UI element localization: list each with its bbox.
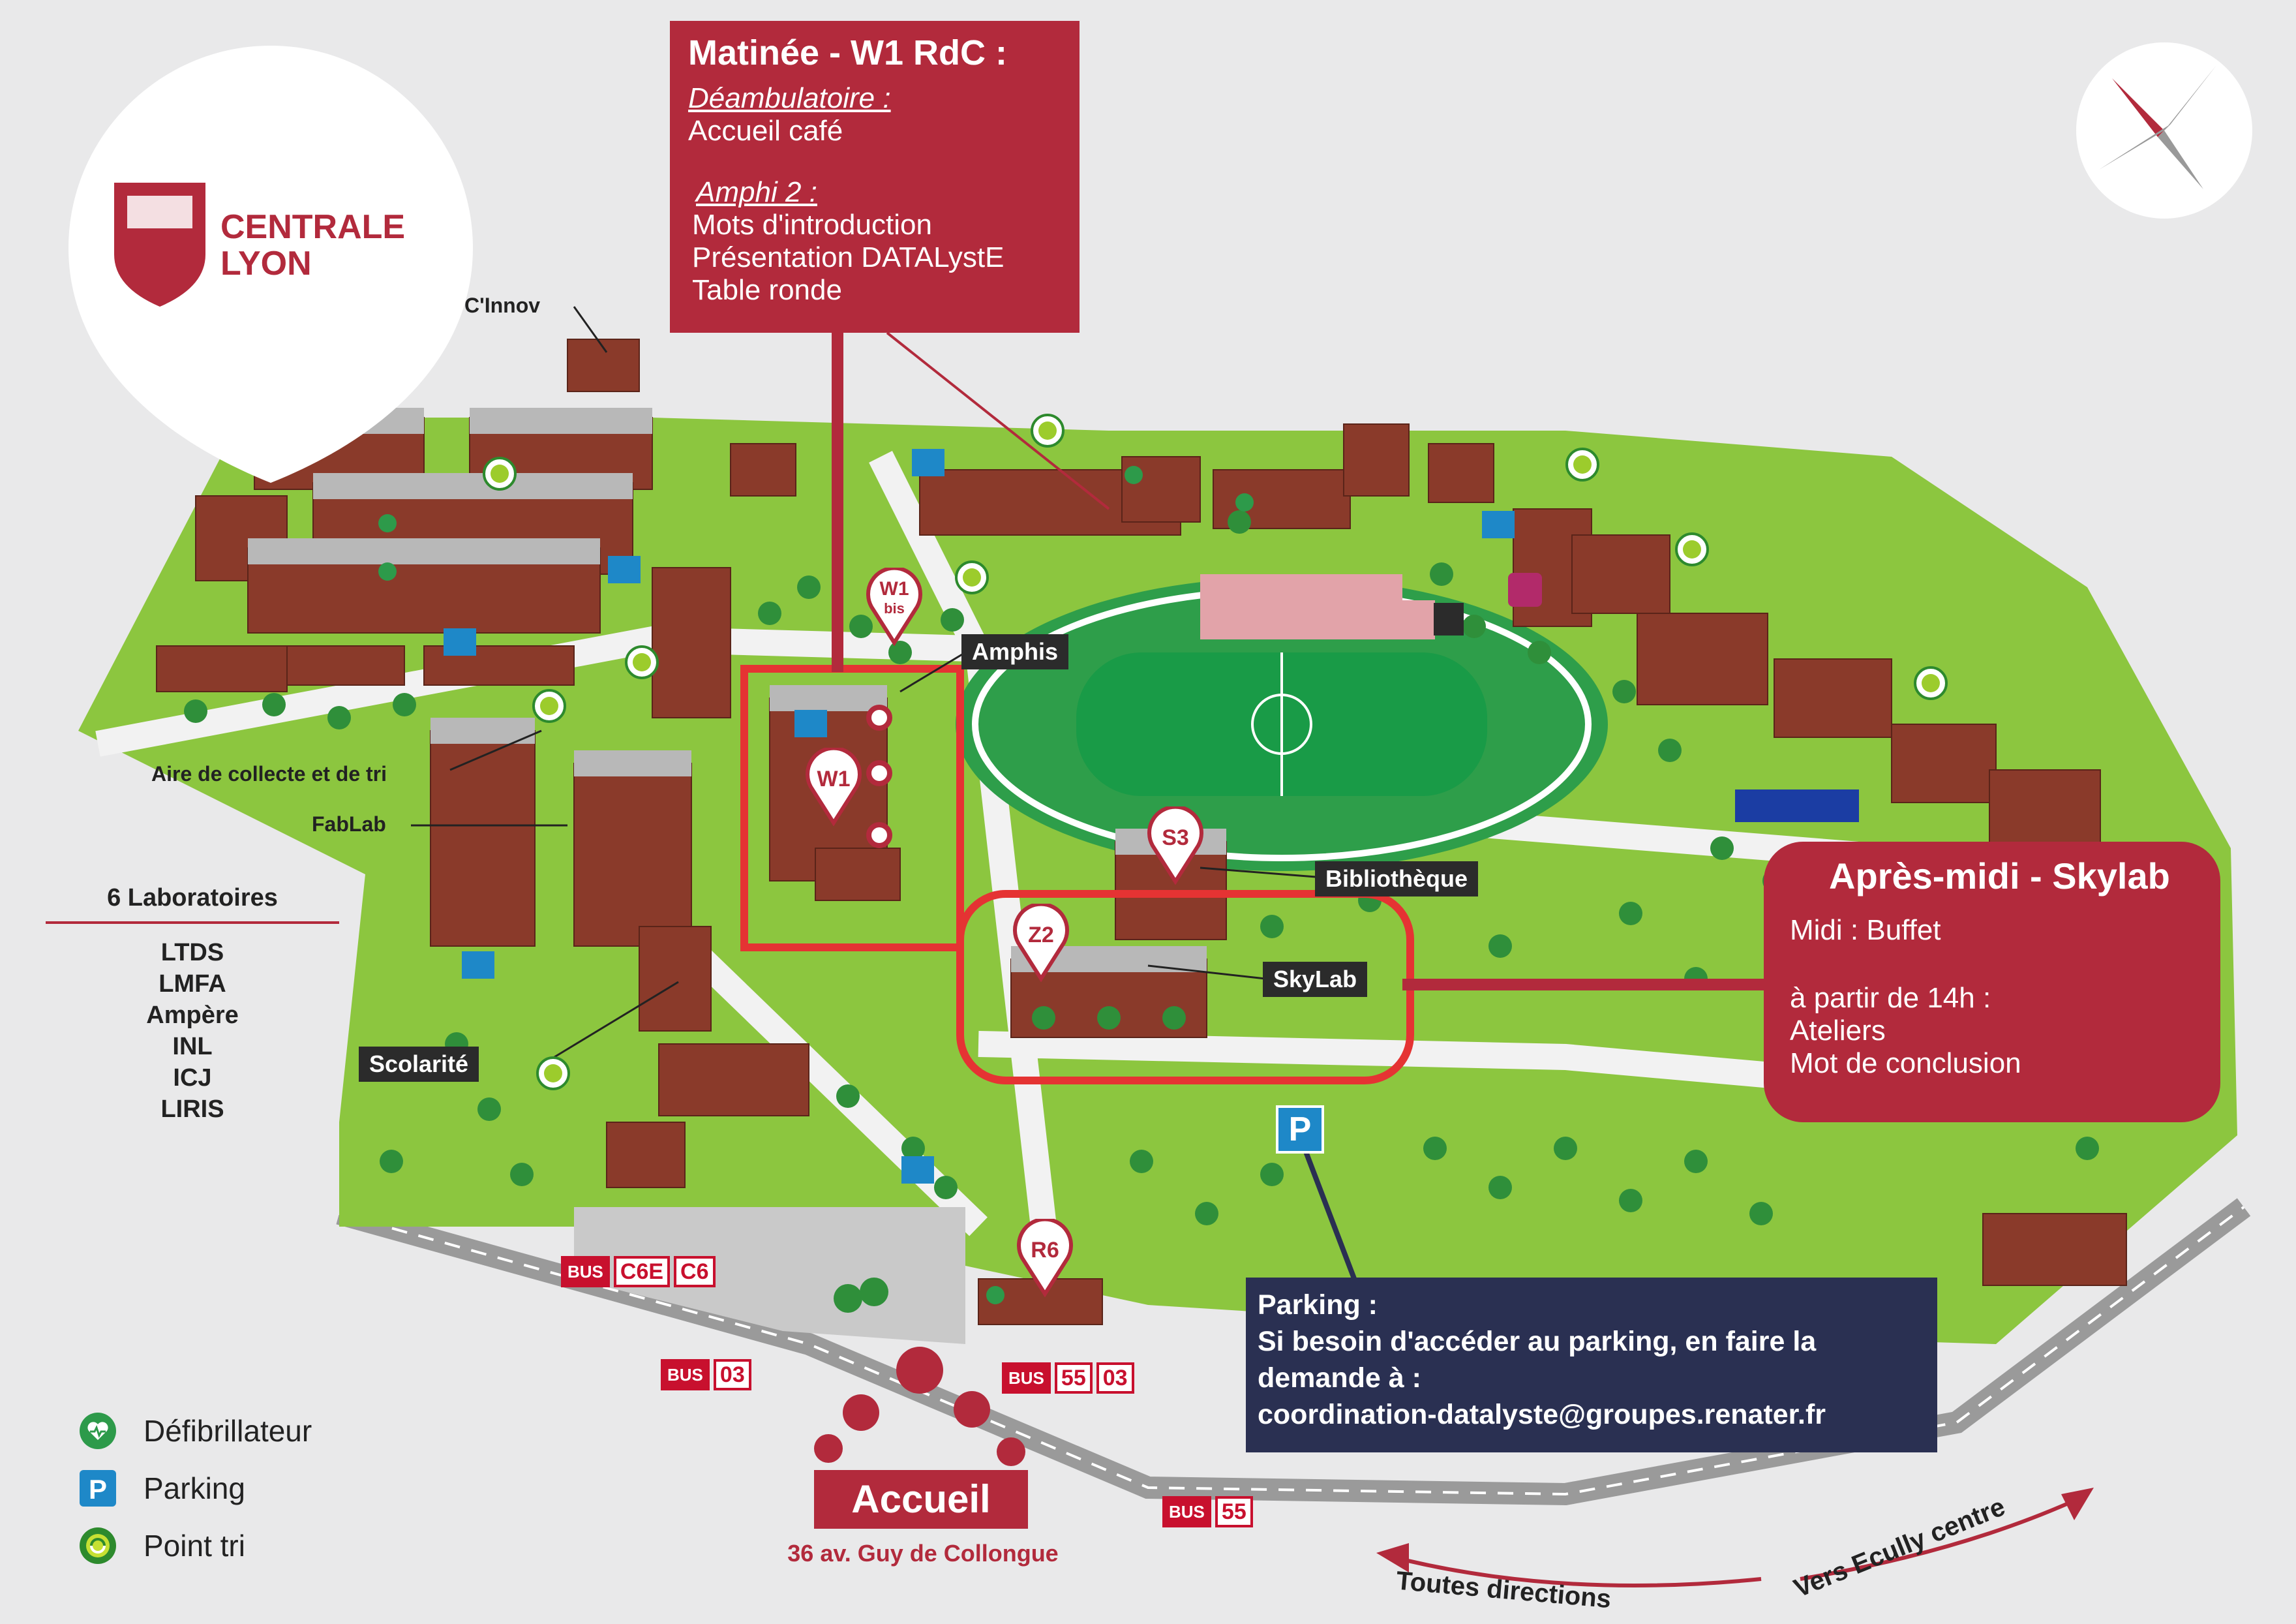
afternoon-title: Après-midi - Skylab xyxy=(1829,855,2170,896)
bus-stop-55: BUS 55 xyxy=(1162,1496,1253,1527)
pin-z2-label: Z2 xyxy=(1028,923,1054,947)
logo-bubble xyxy=(68,46,473,483)
afternoon-line4: Mot de conclusion xyxy=(1790,1047,2021,1079)
morning-sub1: Déambulatoire : xyxy=(688,82,891,114)
lab-item: INL xyxy=(172,1033,213,1060)
pin-s3[interactable] xyxy=(1145,806,1205,885)
bus-line: 03 xyxy=(1096,1362,1134,1394)
parking-info-box: Parking : Si besoin d'accéder au parking… xyxy=(1246,1278,1937,1452)
pin-w1bis-label: W1 bis xyxy=(871,579,917,619)
recycling-icon xyxy=(483,414,1948,1090)
legend-parking: P Parking xyxy=(78,1469,245,1508)
bus-tag: BUS xyxy=(1002,1362,1051,1394)
lab-item: Ampère xyxy=(146,1002,239,1029)
legend-label: Parking xyxy=(144,1471,245,1505)
pin-w1-label: W1 xyxy=(817,767,851,791)
legend-label: Défibrillateur xyxy=(144,1414,312,1448)
afternoon-line1: Midi : Buffet xyxy=(1790,914,1941,946)
lab-item: ICJ xyxy=(173,1064,212,1092)
parking-email[interactable]: coordination-datalyste@groupes.renater.f… xyxy=(1258,1399,1826,1430)
info-point-icon xyxy=(1434,603,1464,636)
compass-icon xyxy=(2076,42,2252,219)
accueil-address: 36 av. Guy de Collongue xyxy=(787,1540,1059,1567)
pin-r6-label: R6 xyxy=(1031,1238,1059,1263)
defibrillator-icon xyxy=(80,1413,116,1449)
bus-tag: BUS xyxy=(561,1256,610,1287)
pin-w1[interactable] xyxy=(804,748,864,826)
amphi-markers xyxy=(866,705,892,848)
pin-w1bis-label-a: W1 xyxy=(879,578,909,600)
morning-sub2: Amphi 2 : xyxy=(696,176,817,208)
front-parking-lot xyxy=(574,1207,965,1344)
pin-s3-label: S3 xyxy=(1162,825,1189,850)
bus-line: 03 xyxy=(713,1359,751,1390)
lab-item: LMFA xyxy=(159,970,226,998)
parking-sign[interactable]: P xyxy=(1276,1105,1324,1154)
logo-line2: LYON xyxy=(220,245,312,283)
pin-z2[interactable] xyxy=(1011,904,1071,982)
pin-w1bis[interactable] xyxy=(865,568,924,646)
legend-label: Point tri xyxy=(144,1529,245,1563)
labs-panel: 6 Laboratoires LTDS LMFA Ampère INL ICJ … xyxy=(46,884,339,1125)
labs-title: 6 Laboratoires xyxy=(46,884,339,924)
information-icon xyxy=(1508,573,1542,607)
vers-ecully-arrow xyxy=(1800,1499,2076,1581)
bus-stop-03: BUS 03 xyxy=(661,1359,751,1390)
bus-tag: BUS xyxy=(1162,1496,1211,1527)
bus-line: C6E xyxy=(613,1256,671,1287)
lab-item: LIRIS xyxy=(160,1095,224,1123)
morning-connector xyxy=(832,333,843,672)
bike-parking-icon xyxy=(444,449,1515,1184)
pin-w1bis-label-b: bis xyxy=(884,600,905,617)
label-skylab: SkyLab xyxy=(1263,962,1368,997)
parking-connector xyxy=(1302,1147,1359,1287)
parking-title: Parking : xyxy=(1258,1289,1378,1321)
toutes-directions-arrow xyxy=(1402,1557,1762,1587)
morning-line4: Table ronde xyxy=(692,274,842,306)
morning-title: Matinée - W1 RdC : xyxy=(688,33,1008,72)
morning-line2: Mots d'introduction xyxy=(692,209,932,241)
bus-line: C6 xyxy=(674,1256,716,1287)
parking-line2: demande à : xyxy=(1258,1362,1421,1394)
bus-line: 55 xyxy=(1215,1496,1253,1527)
parking-icon: P xyxy=(80,1470,116,1507)
accueil-label: Accueil xyxy=(814,1470,1028,1529)
accueil-dots xyxy=(814,1347,1025,1466)
label-fablab: FabLab xyxy=(312,812,386,836)
afternoon-connector xyxy=(1402,979,1768,990)
bus-line: 55 xyxy=(1054,1362,1093,1394)
bus-stop-55-03: BUS 55 03 xyxy=(1002,1362,1134,1394)
bus-stop-c6: BUS C6E C6 xyxy=(561,1256,716,1287)
afternoon-program-box: Après-midi - Skylab Midi : Buffet à part… xyxy=(1764,842,2220,1122)
svg-text:P: P xyxy=(89,1474,107,1505)
recycling-icon xyxy=(80,1527,116,1564)
label-scolarite: Scolarité xyxy=(359,1047,479,1082)
logo-wordmark: CENTRALE LYON xyxy=(220,209,405,282)
morning-line1: Accueil café xyxy=(688,115,843,147)
legend-defibrillator: Défibrillateur xyxy=(78,1411,312,1450)
pin-r6[interactable] xyxy=(1015,1219,1075,1297)
amphis-highlight-frame xyxy=(740,665,964,951)
labs-list: LTDS LMFA Ampère INL ICJ LIRIS xyxy=(46,937,339,1125)
afternoon-line3: Ateliers xyxy=(1790,1015,1886,1047)
label-bibliotheque: Bibliothèque xyxy=(1315,861,1478,896)
parking-line1: Si besoin d'accéder au parking, en faire… xyxy=(1258,1326,1817,1357)
lab-item: LTDS xyxy=(160,939,224,966)
legend-point-tri: Point tri xyxy=(78,1526,245,1565)
label-aire-collecte: Aire de collecte et de tri xyxy=(151,762,387,786)
morning-line3: Présentation DATALystE xyxy=(692,241,1004,273)
logo-line1: CENTRALE xyxy=(220,208,406,246)
afternoon-line2: à partir de 14h : xyxy=(1790,982,1991,1014)
defibrillator-icon xyxy=(378,466,1254,1304)
label-cinnov: C'Innov xyxy=(464,294,541,317)
morning-program-box: Matinée - W1 RdC : Déambulatoire : Accue… xyxy=(670,21,1080,333)
label-amphis: Amphis xyxy=(961,634,1069,669)
bus-tag: BUS xyxy=(661,1359,710,1390)
